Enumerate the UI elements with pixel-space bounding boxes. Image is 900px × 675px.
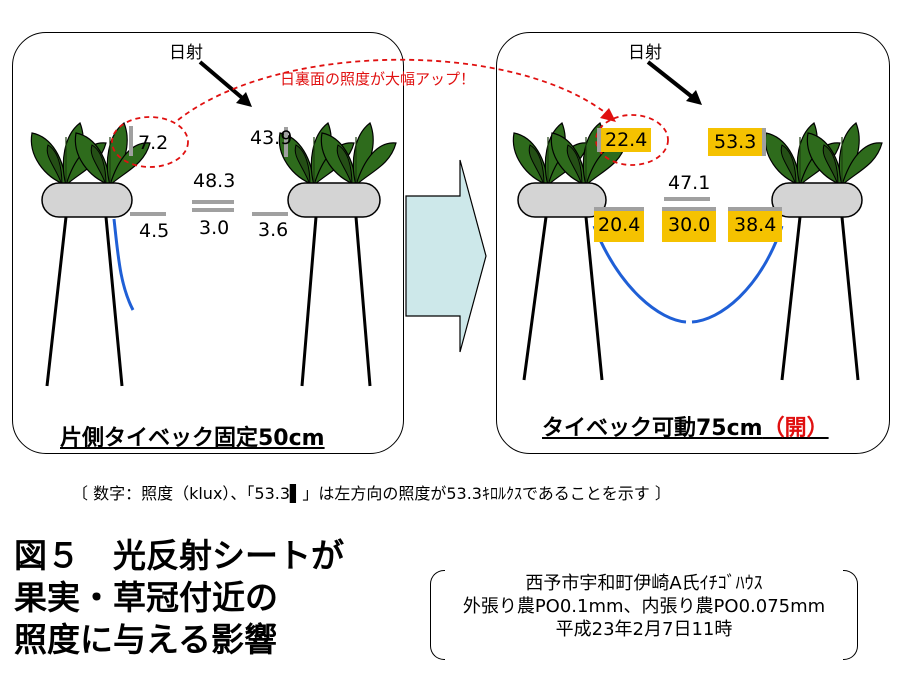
right-sun-label: 日射 [628, 43, 662, 63]
right-stand-1 [522, 216, 604, 381]
right-value-under-center: 30.0 [662, 207, 717, 242]
right-value-top-right: 53.3 [708, 128, 767, 156]
improvement-link-arrowhead [600, 108, 616, 122]
right-caption: タイベック可動75cm（開） [542, 410, 829, 442]
sensor-left-top-right [284, 127, 288, 157]
left-stand-2 [300, 216, 372, 387]
sensor-left-under-right [252, 212, 288, 216]
location-line-3: 平成23年2月7日11時 [555, 619, 733, 640]
sensor-left-leaf-back [129, 126, 133, 156]
location-line-2: 外張り農PO0.1mm、内張り農PO0.075mm [462, 596, 826, 617]
left-value-center-top: 48.3 [193, 170, 236, 192]
left-caption: 片側タイベック固定50cm [60, 426, 325, 451]
left-sun-label: 日射 [169, 43, 203, 63]
improvement-annotation: 日裏面の照度が大幅アップ！ [280, 70, 476, 88]
figure-title-line-1: 図５ 光反射シートが [14, 536, 344, 575]
right-value-under-right: 38.4 [728, 207, 783, 242]
left-value-under-left: 4.5 [139, 220, 170, 242]
right-sun-arrow [646, 60, 698, 102]
left-highlight-ellipse [111, 116, 189, 168]
figure-title-line-2: 果実・草冠付近の [14, 578, 278, 617]
left-value-leaf-back: 7.2 [138, 132, 169, 154]
right-planter-1 [517, 182, 607, 218]
left-planter-1 [41, 182, 133, 218]
sensor-right-center-top [664, 197, 710, 201]
transition-arrow [405, 159, 487, 353]
left-sun-arrow [198, 60, 249, 104]
left-value-under-center: 3.0 [199, 217, 230, 239]
right-sun-arrowhead [686, 90, 702, 105]
left-value-under-right: 3.6 [258, 219, 289, 241]
right-caption-paren: （開） [762, 416, 829, 441]
right-caption-main: タイベック可動75cm [542, 416, 763, 441]
left-plant-cluster-2 [278, 122, 397, 186]
measurement-note: 〔 数字：照度（klux）、「53.3▌」は左方向の照度が53.3ｷﾛﾙｸｽであ… [72, 484, 671, 503]
right-planter-2 [771, 182, 863, 218]
left-panel-frame [12, 32, 404, 454]
left-sun-arrowhead [236, 92, 252, 107]
location-box: 西予市宇和町伊崎A氏ｲﾁｺﾞﾊｳｽ 外張り農PO0.1mm、内張り農PO0.07… [430, 570, 858, 660]
left-stand-1 [45, 216, 124, 387]
left-planter-2 [287, 182, 381, 218]
left-reflective-sheet [112, 218, 135, 311]
sensor-left-center-1 [192, 200, 234, 204]
right-reflective-sheet-left [592, 225, 687, 324]
sensor-left-center-2 [192, 208, 234, 212]
right-stand-2 [780, 216, 860, 381]
improvement-link-curve [177, 58, 613, 121]
right-reflective-sheet-right [691, 225, 784, 324]
figure-title-line-3: 照度に与える影響 [14, 620, 278, 659]
right-plant-cluster-2 [764, 122, 883, 186]
left-value-top-right: 43.9 [250, 127, 293, 149]
right-value-under-left: 20.4 [594, 207, 645, 242]
sensor-left-under-left [130, 212, 166, 216]
location-line-1: 西予市宇和町伊崎A氏ｲﾁｺﾞﾊｳｽ [525, 573, 763, 594]
right-value-center-top: 47.1 [668, 172, 711, 194]
right-value-leaf-back: 22.4 [597, 128, 652, 152]
right-highlight-ellipse [595, 114, 669, 166]
